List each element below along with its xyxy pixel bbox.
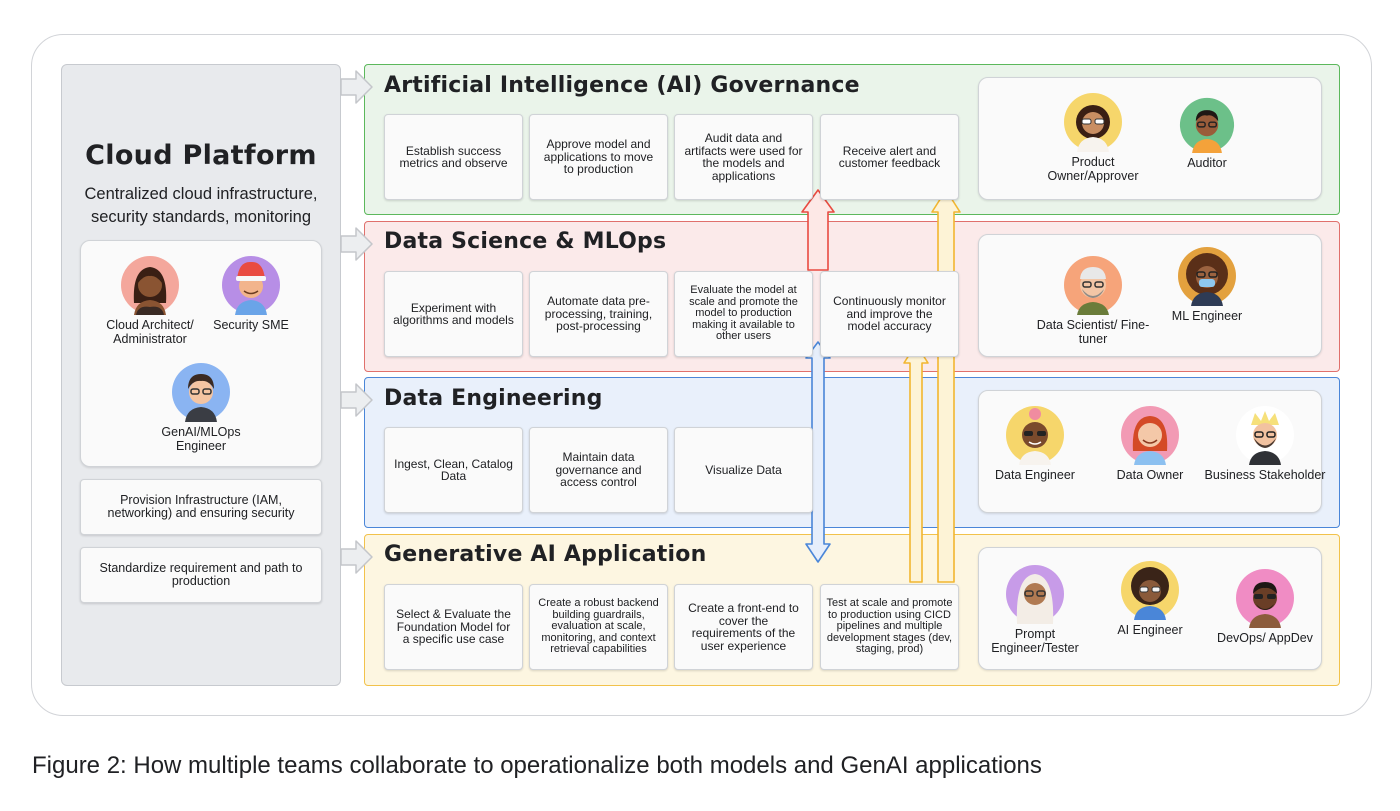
ai-engineer-avatar-icon <box>1121 561 1179 620</box>
persona-label: Data Scientist/ Fine-tuner <box>1036 318 1150 346</box>
task-establish-metrics: Establish success metrics and observe <box>384 114 523 200</box>
persona-label: Cloud Architect/ Administrator <box>106 318 194 346</box>
persona-label: DevOps/ AppDev <box>1217 631 1313 645</box>
persona-label: Product Owner/Approver <box>1047 155 1139 183</box>
figure-caption: Figure 2: How multiple teams collaborate… <box>32 752 1042 779</box>
cloud-architect-avatar-icon <box>121 256 179 315</box>
task-audit-data: Audit data and artifacts were used for t… <box>674 114 813 200</box>
persona-label: AI Engineer <box>1117 623 1183 637</box>
task-maintain-governance: Maintain data governance and access cont… <box>529 427 668 513</box>
persona-security-sme: Security SME <box>186 255 316 333</box>
task-approve-model: Approve model and applications to move t… <box>529 114 668 200</box>
band-title-data-science: Data Science & MLOps <box>384 229 667 254</box>
data-owner-avatar-icon <box>1121 406 1179 465</box>
subtitle-line-2: security standards, monitoring <box>90 208 312 226</box>
persona-label: Auditor <box>1187 156 1227 170</box>
persona-product-owner: Product Owner/Approver <box>1028 92 1158 183</box>
devops-appdev-avatar-icon <box>1236 569 1294 628</box>
task-create-backend: Create a robust backend building guardra… <box>529 584 668 670</box>
persona-business-stakeholder: Business Stakeholder <box>1200 405 1330 483</box>
product-owner-avatar-icon <box>1064 93 1122 152</box>
cloud-platform-personas-card <box>80 240 322 467</box>
data-science-personas-card <box>978 234 1322 357</box>
persona-cloud-architect: Cloud Architect/ Administrator <box>85 255 215 346</box>
persona-genai-mlops-engineer: GenAI/MLOps Engineer <box>136 362 266 453</box>
persona-data-engineer: Data Engineer <box>970 405 1100 483</box>
gray-arrow-governance <box>340 70 373 104</box>
persona-auditor: Auditor <box>1142 97 1272 171</box>
auditor-avatar-icon <box>1179 97 1235 153</box>
data-engineer-avatar-icon <box>1006 406 1064 465</box>
persona-label: Data Engineer <box>995 468 1075 482</box>
persona-label: GenAI/MLOps Engineer <box>161 425 241 453</box>
persona-label: Prompt Engineer/Tester <box>991 627 1079 655</box>
persona-prompt-engineer: Prompt Engineer/Tester <box>970 564 1100 655</box>
gray-arrow-genai <box>340 540 373 574</box>
task-automate-data: Automate data pre-processing, training, … <box>529 271 668 357</box>
persona-data-scientist: Data Scientist/ Fine-tuner <box>1028 255 1158 346</box>
security-sme-avatar-icon <box>222 256 280 315</box>
persona-label: ML Engineer <box>1171 309 1243 323</box>
cloud-platform-subtitle: Centralized cloud infrastructure, securi… <box>61 183 341 229</box>
band-title-genai-application: Generative AI Application <box>384 542 707 567</box>
genai-mlops-engineer-avatar-icon <box>172 363 230 422</box>
task-test-at-scale: Test at scale and promote to production … <box>820 584 959 670</box>
task-continuously-monitor: Continuously monitor and improve the mod… <box>820 271 959 357</box>
task-provision-infrastructure: Provision Infrastructure (IAM, networkin… <box>80 479 322 535</box>
subtitle-line-1: Centralized cloud infrastructure, <box>84 185 318 203</box>
persona-label: Business Stakeholder <box>1204 468 1326 482</box>
gray-arrow-data-engineering <box>340 383 373 417</box>
persona-ml-engineer: ML Engineer <box>1142 246 1272 324</box>
task-experiment: Experiment with algorithms and models <box>384 271 523 357</box>
task-select-foundation-model: Select & Evaluate the Foundation Model f… <box>384 584 523 670</box>
task-standardize-requirement: Standardize requirement and path to prod… <box>80 547 322 603</box>
task-ingest-clean: Ingest, Clean, Catalog Data <box>384 427 523 513</box>
governance-personas-card <box>978 77 1322 200</box>
task-evaluate-model: Evaluate the model at scale and promote … <box>674 271 813 357</box>
prompt-engineer-avatar-icon <box>1006 565 1064 624</box>
persona-devops-appdev: DevOps/ AppDev <box>1200 568 1330 646</box>
ml-engineer-avatar-icon <box>1178 247 1236 306</box>
band-title-ai-governance: Artificial Intelligence (AI) Governance <box>384 73 860 98</box>
persona-data-owner: Data Owner <box>1085 405 1215 483</box>
yellow-arrow-data-science <box>903 343 929 583</box>
task-receive-alert: Receive alert and customer feedback <box>820 114 959 200</box>
task-visualize-data: Visualize Data <box>674 427 813 513</box>
data-scientist-avatar-icon <box>1064 256 1122 315</box>
red-up-arrow <box>801 189 835 271</box>
task-create-frontend: Create a front-end to cover the requirem… <box>674 584 813 670</box>
cloud-platform-title: Cloud Platform <box>85 140 317 171</box>
persona-label: Security SME <box>213 318 289 332</box>
persona-ai-engineer: AI Engineer <box>1085 560 1215 638</box>
business-stakeholder-avatar-icon <box>1236 406 1294 465</box>
persona-label: Data Owner <box>1116 468 1184 482</box>
yellow-arrow-governance <box>931 189 961 583</box>
gray-arrow-data-science <box>340 227 373 261</box>
band-title-data-engineering: Data Engineering <box>384 386 603 411</box>
